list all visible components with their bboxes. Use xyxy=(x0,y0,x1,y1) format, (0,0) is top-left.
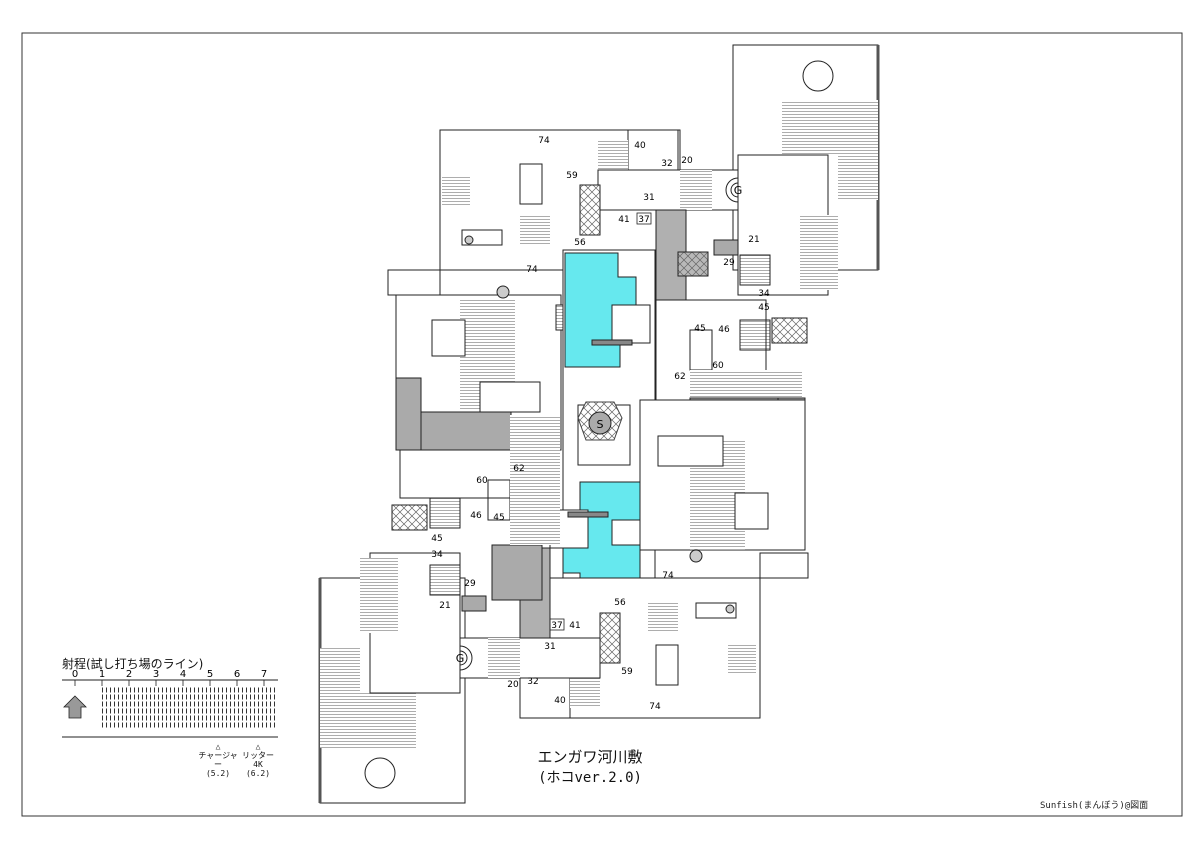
map-title: エンガワ河川敷 xyxy=(537,748,643,766)
height-label: 56 xyxy=(614,598,626,608)
height-label: 40 xyxy=(634,141,646,151)
spawn-circle xyxy=(588,411,612,435)
height-label: 32 xyxy=(661,159,672,169)
range-tick-label: 3 xyxy=(153,669,159,680)
weapon-charger-label: △ チャージャー (5.2) xyxy=(198,742,238,778)
height-label: 46 xyxy=(470,511,482,521)
tower-circle-bottom xyxy=(364,757,396,789)
range-tick-label: 1 xyxy=(99,669,105,680)
height-label: 40 xyxy=(554,696,566,706)
height-labels: 74 40 32 20 59 31 41 37 56 74 21 29 34 45 45 46 60 62 62 60… xyxy=(431,136,770,712)
page-frame xyxy=(21,32,1183,817)
height-label: 45 xyxy=(493,513,504,523)
range-tick-label: 2 xyxy=(126,669,132,680)
goal-label-bottom: G xyxy=(456,652,465,665)
lower-area xyxy=(318,399,809,804)
height-label: 32 xyxy=(527,677,538,687)
map-subtitle: (ホコver.2.0) xyxy=(538,770,642,786)
height-label: 74 xyxy=(538,136,550,146)
height-label: 45 xyxy=(431,534,442,544)
height-label: 56 xyxy=(574,238,586,248)
player-icon xyxy=(63,695,87,719)
height-label: 34 xyxy=(758,289,770,299)
height-label: 62 xyxy=(674,372,685,382)
range-tick-label: 4 xyxy=(180,669,186,680)
weapon-marker-icon: △ xyxy=(215,742,221,751)
height-label: 60 xyxy=(476,476,488,486)
height-label: 37 xyxy=(551,621,562,631)
height-label: 31 xyxy=(643,193,654,203)
height-label: 74 xyxy=(526,265,538,275)
range-tick-label: 7 xyxy=(261,669,267,680)
weapon-4k-label: △ リッター4K (6.2) xyxy=(238,742,278,778)
center-column xyxy=(549,249,656,611)
height-label-box xyxy=(549,618,565,631)
height-label: 20 xyxy=(507,680,519,690)
height-label: 21 xyxy=(748,235,759,245)
height-label: 34 xyxy=(431,550,443,560)
spawn-label: S xyxy=(597,418,604,431)
height-label: 74 xyxy=(649,702,661,712)
height-label: 41 xyxy=(618,215,629,225)
range-tick-label: 5 xyxy=(207,669,213,680)
range-tick-label: 6 xyxy=(234,669,240,680)
height-label: 45 xyxy=(694,324,705,334)
goal-label-top: G xyxy=(734,184,743,197)
height-label: 59 xyxy=(621,667,633,677)
height-label: 29 xyxy=(723,258,735,268)
credit: Sunfish(まんぼう)@図面 xyxy=(1040,801,1149,811)
tower-circle-top xyxy=(802,60,834,92)
height-label: 31 xyxy=(544,642,555,652)
height-label: 59 xyxy=(566,171,578,181)
range-legend-title: 射程(試し打ち場のライン) xyxy=(62,657,204,671)
height-label: 45 xyxy=(758,303,769,313)
height-label: 21 xyxy=(439,601,450,611)
range-tick-label: 0 xyxy=(72,669,78,680)
height-label: 29 xyxy=(464,579,476,589)
weapon-marker-icon: △ xyxy=(255,742,261,751)
height-label: 41 xyxy=(569,621,580,631)
height-label-box xyxy=(636,212,652,225)
height-label: 20 xyxy=(681,156,693,166)
height-label: 60 xyxy=(712,361,724,371)
height-label: 37 xyxy=(638,215,649,225)
height-label: 62 xyxy=(513,464,524,474)
height-label: 46 xyxy=(718,325,730,335)
range-legend: 0 1 2 3 4 5 6 7 xyxy=(62,669,278,738)
height-label: 74 xyxy=(662,571,674,581)
